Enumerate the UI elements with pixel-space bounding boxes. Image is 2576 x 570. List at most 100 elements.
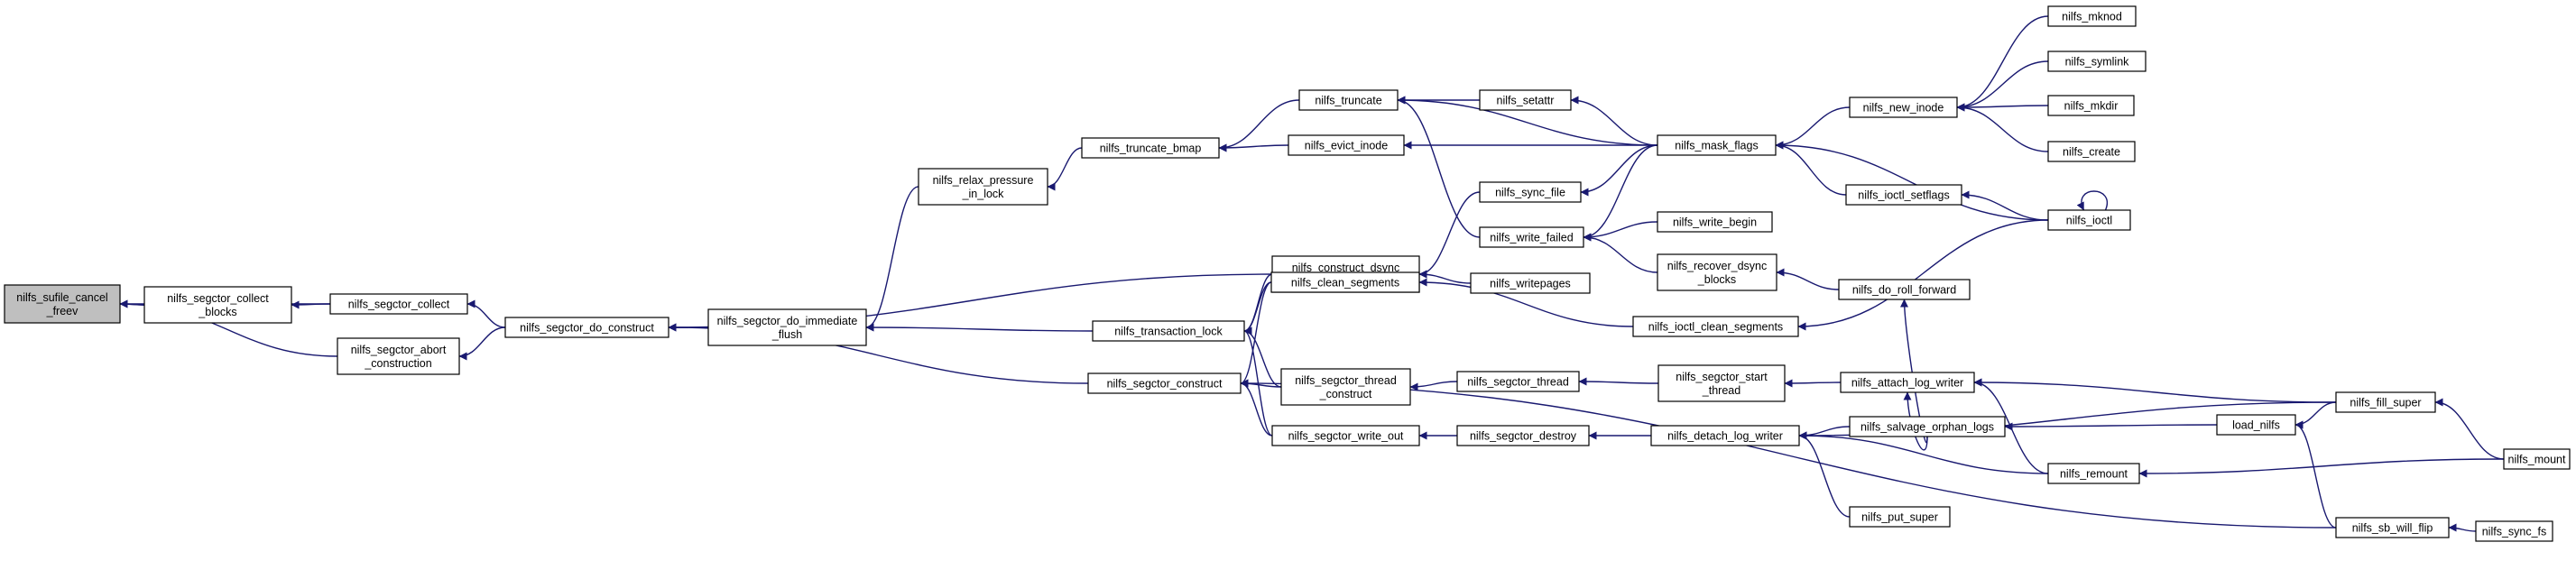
- graph-node[interactable]: nilfs_salvage_orphan_logs: [1849, 416, 2006, 437]
- node-box: [1456, 425, 1590, 446]
- call-edge: [1397, 96, 1658, 146]
- graph-node[interactable]: nilfs_write_failed: [1479, 226, 1584, 248]
- graph-node[interactable]: nilfs_do_roll_forward: [1838, 279, 1971, 300]
- node-box: [2216, 414, 2296, 436]
- graph-node[interactable]: nilfs_segctor_destroy: [1456, 425, 1590, 446]
- graph-node[interactable]: nilfs_symlink: [2047, 51, 2147, 72]
- node-label: _construction: [364, 357, 431, 370]
- node-box: [4, 284, 121, 324]
- node-label: _freev: [46, 305, 78, 317]
- node-box: [1657, 364, 1786, 402]
- call-edge: [2004, 422, 2218, 431]
- node-label: nilfs_segctor_start: [1676, 371, 1768, 383]
- call-edge: [1583, 221, 1658, 242]
- node-box: [143, 286, 292, 324]
- graph-node[interactable]: nilfs_mkdir: [2047, 95, 2135, 116]
- graph-node[interactable]: nilfs_sync_file: [1479, 181, 1582, 203]
- node-label: nilfs_truncate_bmap: [1100, 142, 1202, 155]
- graph-node[interactable]: nilfs_new_inode: [1849, 97, 1958, 118]
- node-label: nilfs_writepages: [1490, 278, 1571, 290]
- graph-node[interactable]: nilfs_segctor_collect_blocks: [143, 286, 292, 324]
- graph-node[interactable]: nilfs_remount: [2047, 463, 2140, 484]
- node-label: nilfs_salvage_orphan_logs: [1860, 421, 1994, 434]
- call-edge: [1578, 377, 1659, 386]
- graph-node[interactable]: nilfs_segctor_construct: [1087, 372, 1242, 394]
- node-box: [2047, 209, 2131, 231]
- node-box: [504, 317, 669, 338]
- graph-node[interactable]: nilfs_segctor_start_thread: [1657, 364, 1786, 402]
- graph-node[interactable]: nilfs_segctor_do_construct: [504, 317, 669, 338]
- call-edge: [1956, 60, 2049, 112]
- graph-node[interactable]: nilfs_mask_flags: [1657, 134, 1777, 156]
- node-box: [1632, 316, 1799, 337]
- graph-node[interactable]: nilfs_fill_super: [2335, 391, 2436, 413]
- graph-node[interactable]: nilfs_recover_dsync_blocks: [1657, 253, 1777, 291]
- node-label: nilfs_segctor_thread: [1467, 376, 1569, 389]
- call-edge: [1903, 391, 1928, 451]
- graph-node[interactable]: load_nilfs: [2216, 414, 2296, 436]
- graph-node[interactable]: nilfs_writepages: [1470, 272, 1591, 294]
- graph-node[interactable]: nilfs_mknod: [2047, 5, 2137, 27]
- graph-node[interactable]: nilfs_create: [2047, 141, 2136, 162]
- node-box: [1840, 372, 1975, 393]
- call-edge: [1409, 381, 1458, 391]
- graph-node[interactable]: nilfs_segctor_collect: [329, 293, 468, 315]
- call-edge: [1798, 431, 1851, 518]
- node-label: _blocks: [198, 306, 236, 318]
- node-label: nilfs_write_failed: [1490, 232, 1573, 244]
- graph-node[interactable]: nilfs_truncate_bmap: [1081, 137, 1220, 159]
- node-label: nilfs_sb_will_flip: [2352, 522, 2433, 535]
- graph-node[interactable]: nilfs_setattr: [1479, 89, 1572, 111]
- call-edge: [1797, 219, 2049, 331]
- graph-node[interactable]: nilfs_evict_inode: [1288, 134, 1405, 156]
- graph-node[interactable]: nilfs_segctor_abort_construction: [337, 337, 460, 375]
- graph-node[interactable]: nilfs_sb_will_flip: [2335, 517, 2450, 538]
- call-edge: [1218, 99, 1300, 152]
- node-box: [1650, 425, 1800, 446]
- node-label: nilfs_segctor_collect: [167, 292, 269, 305]
- node-label: nilfs_segctor_destroy: [1470, 430, 1577, 443]
- call-edge: [1775, 141, 2049, 221]
- graph-node[interactable]: nilfs_segctor_thread: [1456, 371, 1580, 392]
- graph-node[interactable]: nilfs_ioctl_setflags: [1845, 184, 1962, 206]
- node-label: nilfs_clean_segments: [1291, 277, 1399, 290]
- graph-node[interactable]: nilfs_transaction_lock: [1092, 320, 1245, 342]
- node-label: nilfs_relax_pressure: [933, 174, 1034, 187]
- graph-node[interactable]: nilfs_segctor_thread_construct: [1280, 368, 1411, 406]
- graph-node[interactable]: nilfs_segctor_do_immediate_flush: [707, 308, 867, 346]
- graph-node[interactable]: nilfs_sync_fs: [2475, 520, 2553, 542]
- node-label: load_nilfs: [2232, 419, 2280, 432]
- graph-node[interactable]: nilfs_sufile_cancel_freev: [4, 284, 121, 324]
- graph-node[interactable]: nilfs_attach_log_writer: [1840, 372, 1975, 393]
- node-box: [1849, 97, 1958, 118]
- call-edge: [1956, 103, 2049, 152]
- call-edge: [2448, 523, 2477, 532]
- graph-node[interactable]: nilfs_segctor_write_out: [1271, 425, 1420, 446]
- call-edge: [458, 326, 506, 361]
- graph-node[interactable]: nilfs_mount: [2503, 448, 2571, 470]
- node-box: [1838, 279, 1971, 300]
- node-label: nilfs_sync_file: [1495, 187, 1565, 199]
- node-box: [1288, 134, 1405, 156]
- edges-layer: [119, 15, 2505, 532]
- call-edge: [1956, 15, 2049, 112]
- node-label: _in_lock: [962, 188, 1005, 200]
- node-box: [1470, 272, 1591, 294]
- graph-node[interactable]: nilfs_truncate: [1298, 89, 1399, 111]
- graph-node[interactable]: nilfs_relax_pressure_in_lock: [918, 168, 1048, 206]
- node-box: [918, 168, 1048, 206]
- node-box: [2335, 391, 2436, 413]
- graph-node[interactable]: nilfs_clean_segments: [1270, 271, 1420, 293]
- node-box: [707, 308, 867, 346]
- graph-node[interactable]: nilfs_ioctl_clean_segments: [1632, 316, 1799, 337]
- call-edge: [1047, 147, 1083, 191]
- node-box: [1479, 226, 1584, 248]
- call-edge: [1240, 379, 1273, 437]
- graph-node[interactable]: nilfs_detach_log_writer: [1650, 425, 1800, 446]
- call-edge: [1956, 103, 2049, 112]
- graph-node[interactable]: nilfs_put_super: [1849, 506, 1951, 528]
- graph-node[interactable]: nilfs_ioctl: [2047, 209, 2131, 231]
- call-edge: [1775, 141, 1847, 196]
- node-label: nilfs_ioctl: [2066, 215, 2112, 227]
- graph-node[interactable]: nilfs_write_begin: [1657, 211, 1773, 233]
